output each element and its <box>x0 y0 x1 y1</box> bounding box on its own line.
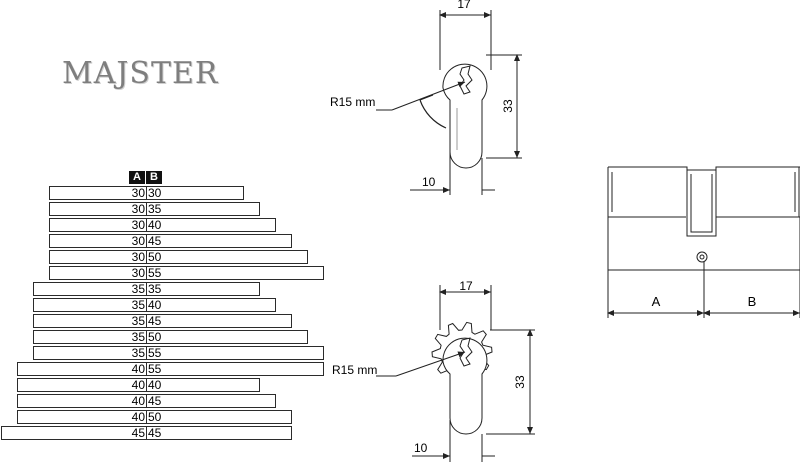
cell-divider <box>146 427 147 439</box>
size-a-value: 35 <box>131 314 145 328</box>
size-b-value: 40 <box>148 218 162 232</box>
size-b-value: 35 <box>148 282 162 296</box>
size-a-value: 30 <box>131 202 145 216</box>
cell-divider <box>146 363 147 375</box>
cell-divider <box>146 267 147 279</box>
side-view <box>607 166 800 318</box>
cell-divider <box>146 315 147 327</box>
side-label-a: A <box>652 294 661 309</box>
size-a-value: 40 <box>131 410 145 424</box>
cell-divider <box>146 411 147 423</box>
front-view-bottom <box>376 285 535 462</box>
top-radius-label: R15 mm <box>330 95 375 109</box>
size-a-value: 30 <box>131 266 145 280</box>
cell-divider <box>146 251 147 263</box>
size-a-value: 35 <box>131 330 145 344</box>
cell-divider <box>146 347 147 359</box>
cell-divider <box>146 219 147 231</box>
bottom-offset-label: 10 <box>414 441 428 455</box>
size-b-value: 35 <box>148 202 162 216</box>
cell-divider <box>146 203 147 215</box>
size-a-value: 35 <box>131 298 145 312</box>
cell-divider <box>146 283 147 295</box>
size-b-value: 30 <box>148 186 162 200</box>
cell-divider <box>146 299 147 311</box>
cell-divider <box>146 235 147 247</box>
bottom-width-label: 17 <box>459 279 473 293</box>
column-header-a: A <box>129 171 145 184</box>
bottom-radius-label: R15 mm <box>332 363 377 377</box>
size-b-value: 45 <box>148 314 162 328</box>
size-b-value: 55 <box>148 266 162 280</box>
size-a-value: 35 <box>131 346 145 360</box>
cell-divider <box>146 187 147 199</box>
cell-divider <box>146 331 147 343</box>
cell-divider <box>146 379 147 391</box>
front-view-top <box>376 10 522 195</box>
size-b-value: 45 <box>148 234 162 248</box>
size-a-value: 35 <box>131 282 145 296</box>
size-a-value: 45 <box>131 426 145 440</box>
brand-logo: MAJSTER <box>62 56 219 91</box>
top-offset-label: 10 <box>422 175 436 189</box>
size-b-value: 50 <box>148 250 162 264</box>
size-a-value: 40 <box>131 378 145 392</box>
size-b-value: 55 <box>148 346 162 360</box>
bottom-height-label: 33 <box>513 375 527 389</box>
cell-divider <box>146 395 147 407</box>
size-a-value: 40 <box>131 362 145 376</box>
size-a-value: 30 <box>131 250 145 264</box>
size-b-value: 40 <box>148 298 162 312</box>
column-header-b: B <box>146 171 162 184</box>
size-b-value: 45 <box>148 426 162 440</box>
size-a-value: 30 <box>131 186 145 200</box>
size-b-value: 45 <box>148 394 162 408</box>
size-a-value: 40 <box>131 394 145 408</box>
size-b-value: 50 <box>148 330 162 344</box>
size-b-value: 40 <box>148 378 162 392</box>
side-label-b: B <box>748 294 757 309</box>
size-b-value: 55 <box>148 362 162 376</box>
size-a-value: 30 <box>131 218 145 232</box>
top-width-label: 17 <box>457 0 471 11</box>
top-height-label: 33 <box>501 99 515 113</box>
size-a-value: 30 <box>131 234 145 248</box>
size-b-value: 50 <box>148 410 162 424</box>
